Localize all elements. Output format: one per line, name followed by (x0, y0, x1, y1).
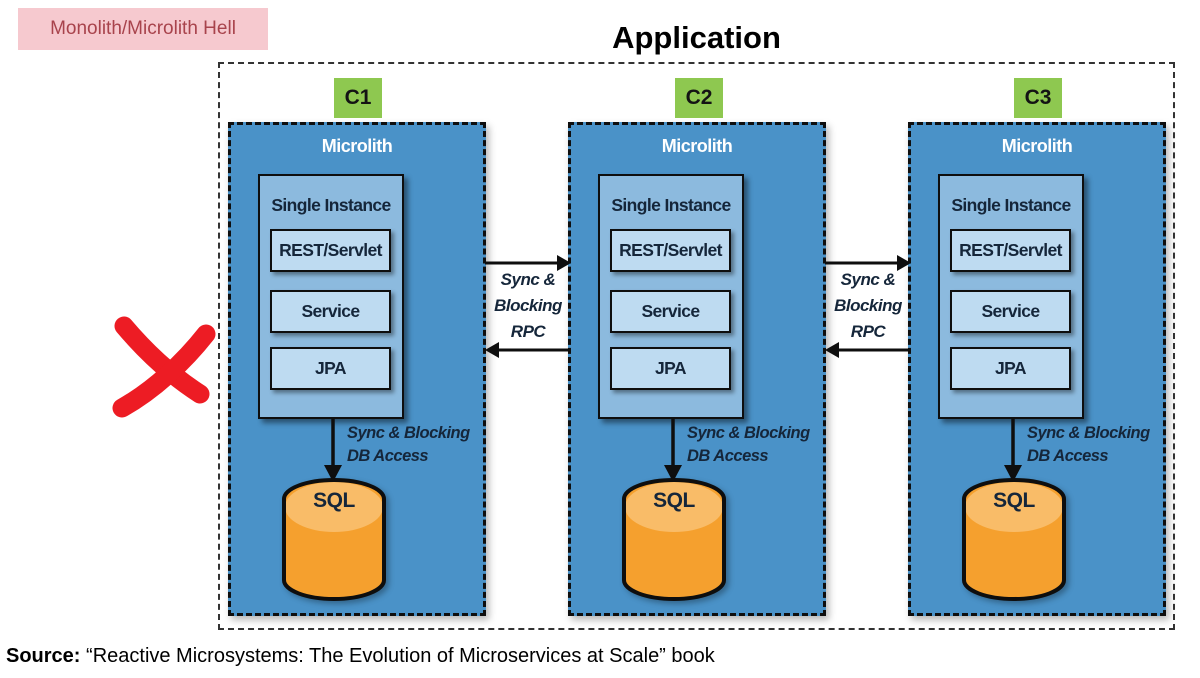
db-access-line-1: Sync & Blocking (347, 424, 470, 442)
application-title: Application (612, 20, 781, 55)
sql-label: SQL (653, 489, 695, 512)
single-instance-box: Single Instance REST/Servlet Service JPA (258, 174, 404, 419)
slide-title-badge: Monolith/Microlith Hell (18, 8, 268, 50)
microlith-box-1: Microlith Single Instance REST/Servlet S… (228, 122, 486, 616)
red-cross-icon (112, 316, 216, 418)
source-prefix: Source: (6, 645, 81, 667)
single-instance-box: Single Instance REST/Servlet Service JPA (598, 174, 744, 419)
sql-label: SQL (313, 489, 355, 512)
db-access-line-1: Sync & Blocking (1027, 424, 1150, 442)
rpc-label: Sync & Blocking RPC (824, 267, 912, 345)
component-service: Service (610, 290, 731, 333)
sql-label: SQL (993, 489, 1035, 512)
db-access-line-2: DB Access (347, 447, 429, 465)
db-access-line-2: DB Access (1027, 447, 1109, 465)
db-access-arrow-icon (1004, 417, 1022, 482)
rpc-line-3: RPC (510, 322, 546, 341)
single-instance-title: Single Instance (271, 195, 391, 215)
db-access-label: Sync & Blocking DB Access (687, 422, 810, 468)
sql-database-cylinder-icon (282, 478, 386, 601)
microlith-title: Microlith (321, 136, 393, 156)
db-access-label: Sync & Blocking DB Access (1027, 422, 1150, 468)
microlith-title: Microlith (1001, 136, 1073, 156)
source-text: “Reactive Microsystems: The Evolution of… (86, 645, 715, 667)
component-jpa: JPA (270, 347, 391, 390)
sql-database-cylinder-icon (962, 478, 1066, 601)
db-access-line-2: DB Access (687, 447, 769, 465)
container-label-c2: C2 (675, 78, 723, 118)
application-boundary (218, 62, 1175, 630)
sql-database-cylinder-icon (622, 478, 726, 601)
microlith-box-2: Microlith Single Instance REST/Servlet S… (568, 122, 826, 616)
container-label-c1: C1 (334, 78, 382, 118)
component-rest-servlet: REST/Servlet (610, 229, 731, 272)
single-instance-title: Single Instance (951, 195, 1071, 215)
rpc-arrows-icon (485, 255, 571, 358)
component-service: Service (950, 290, 1071, 333)
microlith-title: Microlith (661, 136, 733, 156)
component-rest-servlet: REST/Servlet (950, 229, 1071, 272)
component-jpa: JPA (950, 347, 1071, 390)
db-access-arrow-icon (664, 417, 682, 482)
single-instance-title: Single Instance (611, 195, 731, 215)
db-access-label: Sync & Blocking DB Access (347, 422, 470, 468)
rpc-line-3: RPC (850, 322, 886, 341)
rpc-label: Sync & Blocking RPC (484, 267, 572, 345)
rpc-line-1: Sync & (840, 270, 896, 289)
rpc-line-1: Sync & (500, 270, 556, 289)
db-access-line-1: Sync & Blocking (687, 424, 810, 442)
single-instance-box: Single Instance REST/Servlet Service JPA (938, 174, 1084, 419)
microlith-box-3: Microlith Single Instance REST/Servlet S… (908, 122, 1166, 616)
rpc-line-2: Blocking (494, 296, 562, 315)
component-rest-servlet: REST/Servlet (270, 229, 391, 272)
rpc-arrows-icon (825, 255, 911, 358)
rpc-link-1: Sync & Blocking RPC (484, 250, 572, 362)
db-access-arrow-icon (324, 417, 342, 482)
rpc-link-2: Sync & Blocking RPC (824, 250, 912, 362)
rpc-line-2: Blocking (834, 296, 902, 315)
source-citation: Source: “Reactive Microsystems: The Evol… (6, 645, 715, 668)
container-label-c3: C3 (1014, 78, 1062, 118)
component-jpa: JPA (610, 347, 731, 390)
component-service: Service (270, 290, 391, 333)
